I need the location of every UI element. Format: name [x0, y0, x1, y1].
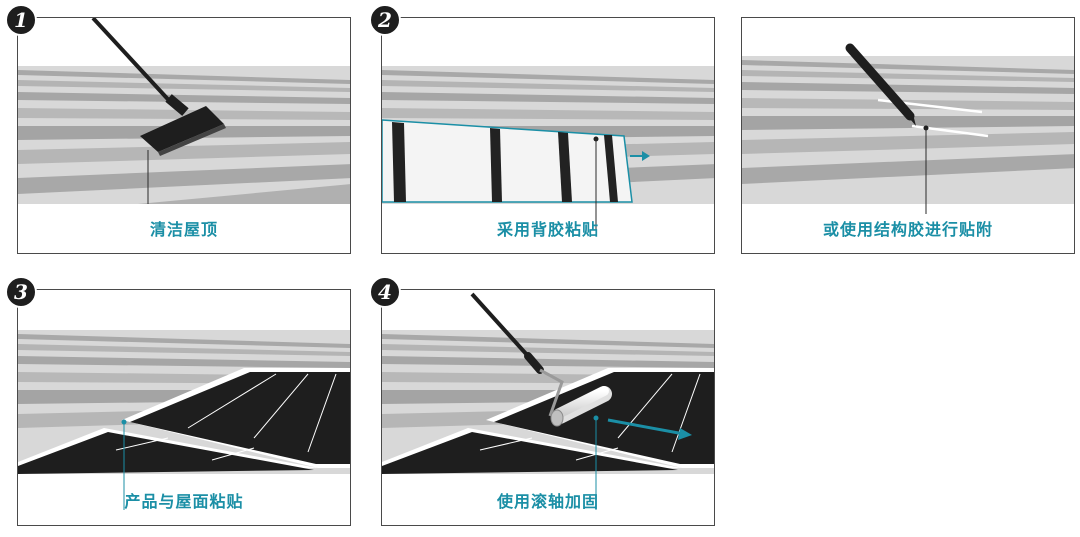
adhesive-tape-illustration	[382, 66, 714, 236]
adhesive-backing-sheet	[382, 119, 633, 203]
roof-panels	[382, 368, 714, 474]
product-bonding-illustration	[18, 330, 350, 510]
roof-cleaning-illustration	[18, 18, 350, 214]
step-caption: 采用背胶粘贴	[496, 220, 599, 239]
roof-panels	[18, 368, 350, 474]
paint-roller-icon	[470, 292, 612, 427]
step-2-panel: 采用背胶粘贴	[381, 17, 715, 254]
step-2-badge: 2	[369, 4, 401, 36]
arrow-right-icon	[607, 418, 692, 440]
step-4-badge: 4	[369, 276, 401, 308]
step-caption: 或使用结构胶进行贴附	[822, 220, 993, 239]
step-1-badge: 1	[5, 4, 37, 36]
roller-reinforcement-illustration	[382, 292, 714, 510]
step-1-panel: 清洁屋顶	[17, 17, 351, 254]
svg-text:2: 2	[377, 8, 392, 32]
structural-glue-illustration	[742, 43, 1074, 214]
step-3-panel: 产品与屋面粘贴	[17, 289, 351, 526]
roof-surface	[742, 56, 1074, 204]
step-3-badge: 3	[5, 276, 37, 308]
svg-text:3: 3	[14, 280, 28, 304]
roof-surface	[18, 66, 350, 204]
glue-pen-icon	[845, 43, 916, 126]
broom-icon	[91, 18, 226, 156]
step-caption: 清洁屋顶	[149, 220, 218, 239]
step-caption: 使用滚轴加固	[496, 492, 599, 511]
svg-text:4: 4	[378, 280, 392, 304]
svg-text:1: 1	[14, 8, 28, 32]
arrow-right-icon	[630, 151, 650, 161]
step-caption: 产品与屋面粘贴	[124, 492, 244, 511]
step-2-alt-panel: 或使用结构胶进行贴附	[741, 17, 1075, 254]
step-4-panel: 使用滚轴加固	[381, 289, 715, 526]
